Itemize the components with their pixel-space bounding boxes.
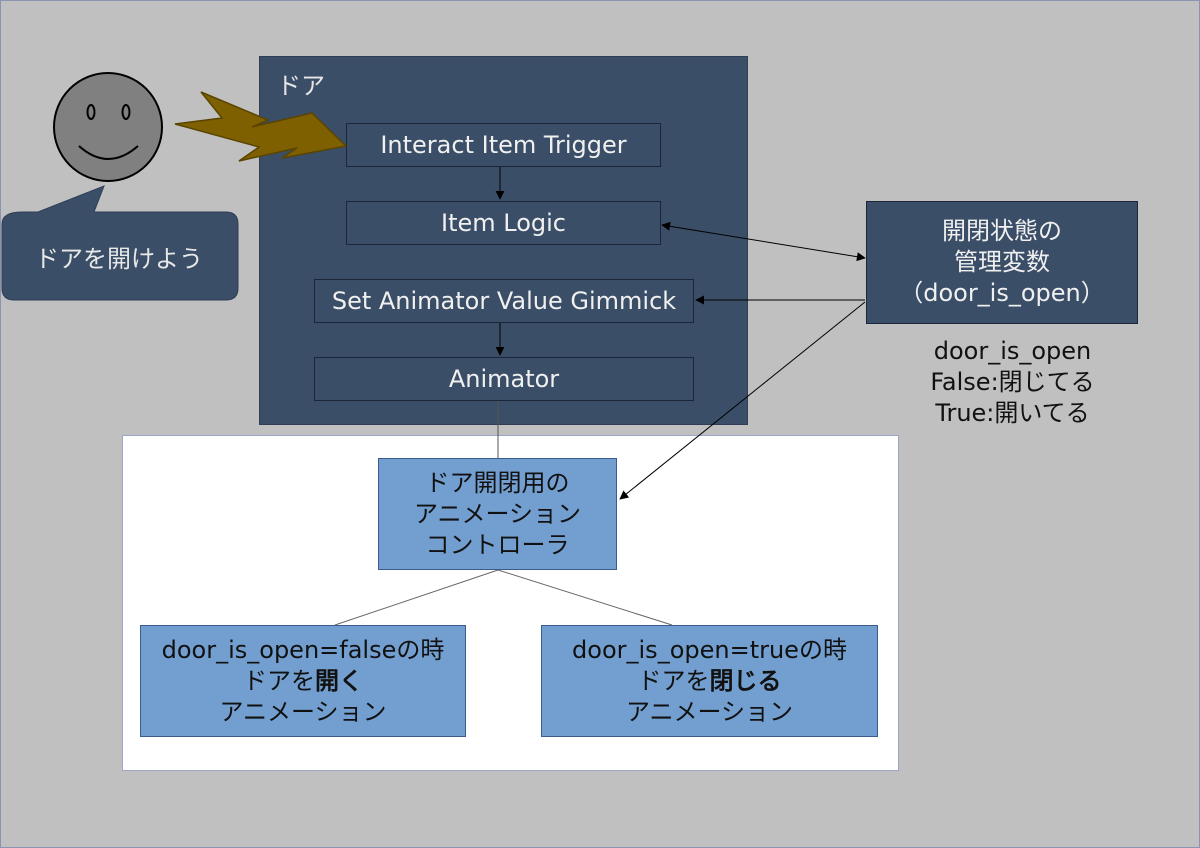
closed-state-action-bold: 開く [315, 666, 363, 695]
item-logic-box[interactable]: Item Logic [346, 201, 661, 245]
state-variable-line2: 管理変数 [954, 248, 1050, 276]
controller-line3: コントローラ [425, 530, 570, 559]
arrow-logic-to-variable [661, 221, 866, 262]
open-state-suffix: アニメーション [625, 697, 794, 726]
speech-bubble [1, 185, 239, 301]
open-state-action-bold: 閉じる [709, 666, 782, 695]
set-animator-value-gimmick-box[interactable]: Set Animator Value Gimmick [314, 279, 694, 323]
state-variable-line3: （door_is_open） [899, 279, 1105, 307]
arrow-variable-to-controller [619, 301, 866, 500]
line-controller-to-closed-state [334, 569, 499, 626]
open-state-box[interactable]: door_is_open=trueの時 ドアを閉じる アニメーション [541, 625, 878, 737]
closed-state-action: ドアを開く [243, 666, 363, 695]
open-state-action: ドアを閉じる [637, 666, 782, 695]
open-state-condition: door_is_open=trueの時 [572, 635, 847, 664]
state-variable-note: door_is_open False:閉じてる True:開いてる [900, 336, 1125, 429]
state-note-line1: door_is_open [933, 337, 1092, 365]
controller-line1: ドア開閉用の [425, 468, 570, 497]
smiley-face-icon [53, 72, 163, 182]
closed-state-box[interactable]: door_is_open=falseの時 ドアを開く アニメーション [140, 625, 466, 737]
lightning-bolt-icon [174, 91, 348, 162]
animation-controller-box[interactable]: ドア開閉用の アニメーション コントローラ [378, 458, 617, 570]
line-controller-to-open-state [497, 569, 673, 626]
speech-bubble-text: ドアを開けよう [35, 244, 203, 273]
animator-box[interactable]: Animator [314, 357, 694, 401]
state-variable-box[interactable]: 開閉状態の 管理変数 （door_is_open） [866, 201, 1138, 324]
closed-state-suffix: アニメーション [219, 697, 387, 726]
state-note-line2: False:閉じてる [930, 368, 1095, 396]
controller-line2: アニメーション [413, 499, 582, 528]
door-title: ドア [277, 72, 325, 100]
closed-state-condition: door_is_open=falseの時 [161, 635, 445, 664]
state-variable-line1: 開閉状態の [942, 217, 1062, 245]
state-note-line3: True:開いてる [935, 399, 1090, 427]
interact-item-trigger-box[interactable]: Interact Item Trigger [346, 123, 661, 167]
